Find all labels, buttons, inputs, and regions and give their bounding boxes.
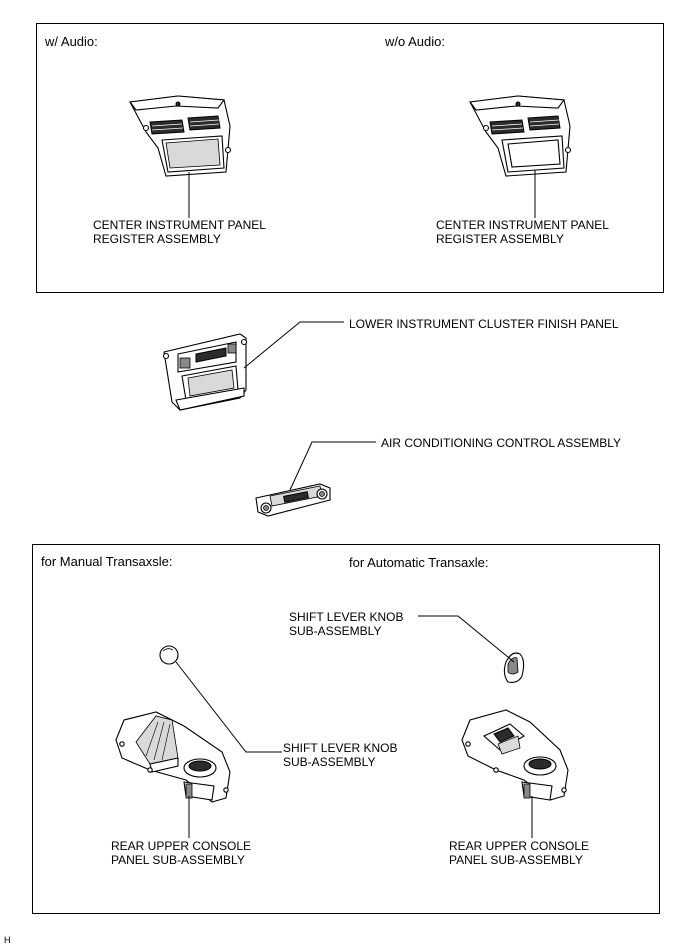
no-audio-variant-header: w/o Audio: — [385, 34, 445, 49]
center-register-label-left: CENTER INSTRUMENT PANEL REGISTER ASSEMBL… — [93, 218, 266, 246]
lower-cluster-finish-panel — [162, 333, 248, 411]
figure-code: H — [4, 935, 11, 945]
lower-cluster-finish-panel-label: LOWER INSTRUMENT CLUSTER FINISH PANEL — [349, 317, 619, 331]
shift-knob-manual-label-line1: SHIFT LEVER KNOB — [283, 741, 398, 755]
rear-console-automatic-label-line2: PANEL SUB-ASSEMBLY — [449, 853, 583, 867]
shift-knob-automatic-label: SHIFT LEVER KNOB SUB-ASSEMBLY — [289, 610, 403, 638]
rear-console-manual-label: REAR UPPER CONSOLE PANEL SUB-ASSEMBLY — [111, 839, 251, 867]
shift-knob-automatic-label-line1: SHIFT LEVER KNOB — [289, 610, 404, 624]
shift-knob-manual — [159, 645, 179, 665]
manual-transaxle-header: for Manual Transaxsle: — [41, 554, 173, 569]
rear-console-manual-label-line1: REAR UPPER CONSOLE — [111, 839, 252, 853]
air-conditioning-control-label: AIR CONDITIONING CONTROL ASSEMBLY — [381, 436, 622, 450]
audio-variants-frame — [36, 23, 664, 293]
rear-console-automatic-label-line1: REAR UPPER CONSOLE — [449, 839, 590, 853]
shift-knob-automatic-label-line2: SUB-ASSEMBLY — [289, 624, 382, 638]
center-register-with-audio — [128, 95, 232, 177]
center-register-label-left-line2: REGISTER ASSEMBLY — [93, 232, 221, 246]
shift-knob-manual-label-line2: SUB-ASSEMBLY — [283, 755, 376, 769]
shift-knob-manual-label: SHIFT LEVER KNOB SUB-ASSEMBLY — [283, 741, 397, 769]
shift-knob-automatic — [503, 652, 525, 683]
center-register-label-left-line1: CENTER INSTRUMENT PANEL — [93, 218, 266, 232]
air-conditioning-control — [255, 483, 331, 517]
center-register-without-audio — [468, 95, 572, 177]
rear-console-automatic-label: REAR UPPER CONSOLE PANEL SUB-ASSEMBLY — [449, 839, 589, 867]
center-register-label-right: CENTER INSTRUMENT PANEL REGISTER ASSEMBL… — [436, 218, 609, 246]
audio-variant-header: w/ Audio: — [45, 34, 98, 49]
rear-console-manual-label-line2: PANEL SUB-ASSEMBLY — [111, 853, 245, 867]
rear-console-manual — [115, 711, 231, 803]
automatic-transaxle-header: for Automatic Transaxle: — [349, 555, 489, 570]
transaxle-variants-frame — [32, 544, 660, 914]
center-register-label-right-line2: REGISTER ASSEMBLY — [436, 232, 564, 246]
center-register-label-right-line1: CENTER INSTRUMENT PANEL — [436, 218, 609, 232]
rear-console-automatic — [461, 709, 569, 801]
